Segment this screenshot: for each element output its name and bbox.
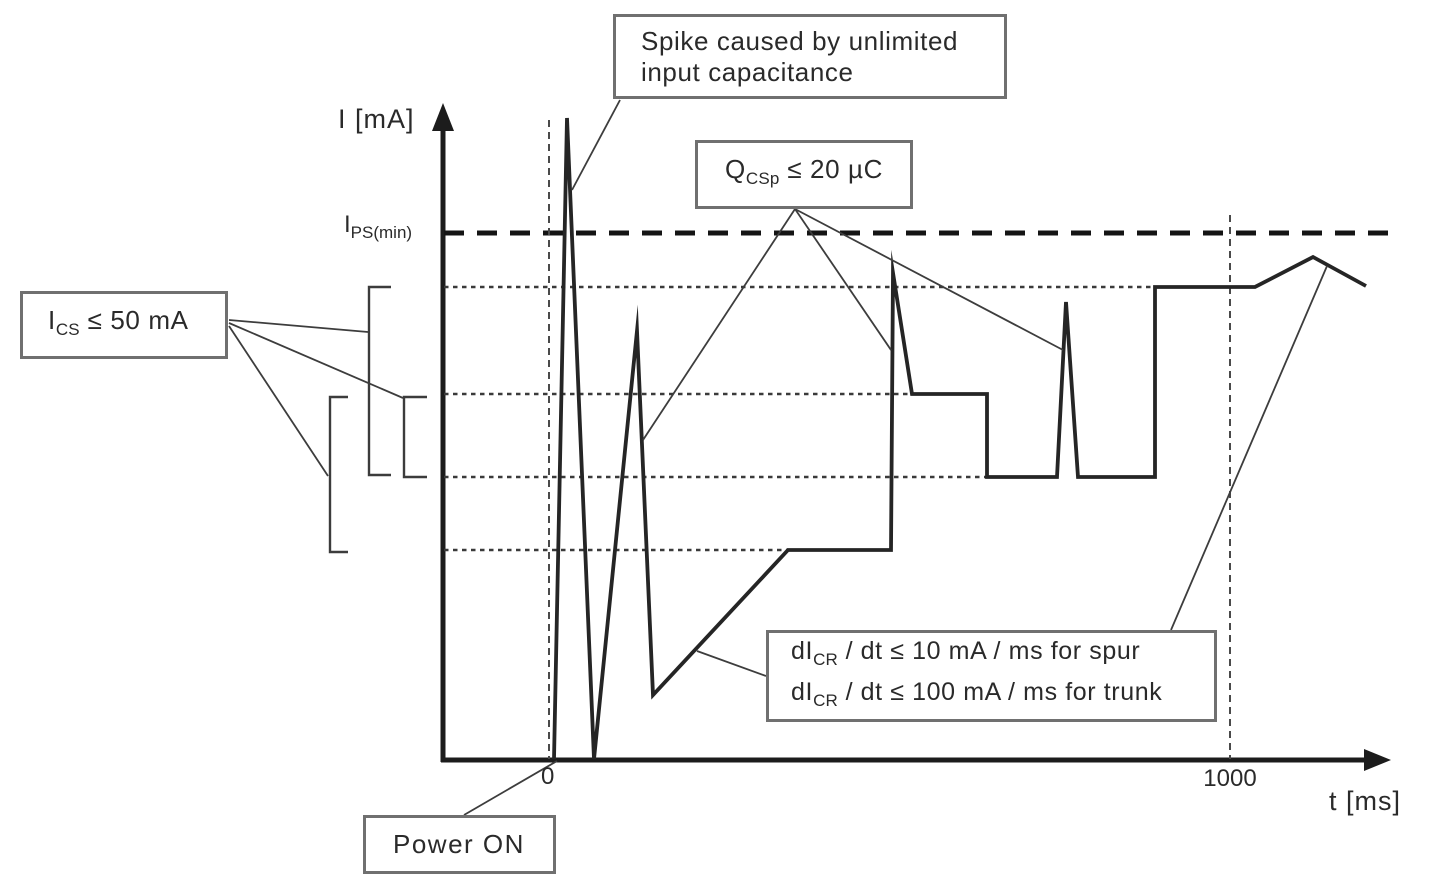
leader-q-spike2 (642, 208, 796, 441)
x-axis-title: t [ms] (1329, 786, 1401, 816)
spike-callout-line2: input capacitance (641, 56, 854, 87)
ips-min-label-base: I (344, 211, 351, 238)
qcsp-callout-box: QCSp ≤ 20 µC (695, 140, 913, 209)
y-axis-arrowhead (432, 103, 454, 131)
bracket-tall (367, 285, 391, 477)
qcsp-sub: CSp (745, 169, 780, 189)
leader-spike-box (571, 99, 621, 191)
leader-ics-low (228, 325, 329, 477)
power-on-label: Power ON (393, 829, 525, 859)
dicr-line1-sub: CR (813, 650, 839, 669)
leader-ics-tall (228, 319, 369, 333)
power-on-callout-box: Power ON (363, 815, 556, 874)
leader-ics-small (228, 322, 404, 399)
qcsp-formula: QCSp ≤ 20 µC (725, 154, 883, 194)
dicr-callout-box: dICR / dt ≤ 10 mA / ms for spur dICR / d… (766, 630, 1217, 722)
ips-min-label-sub: PS(min) (350, 222, 413, 242)
qcsp-rest: ≤ 20 µC (779, 154, 883, 185)
x-tick-0: 0 (541, 763, 555, 790)
leader-di-final (1170, 265, 1328, 631)
spike-callout-box: Spike caused by unlimited input capacita… (613, 14, 1007, 99)
dicr-line2: dICR / dt ≤ 100 mA / ms for trunk (791, 676, 1214, 717)
leader-q-spike3 (794, 208, 892, 351)
dicr-line1-base: dI (791, 637, 814, 665)
dicr-line2-base: dI (791, 678, 814, 706)
ics-rest: ≤ 50 mA (79, 304, 189, 335)
leader-q-spike4 (794, 208, 1064, 351)
ics-base: I (48, 304, 56, 335)
dicr-line2-sub: CR (813, 691, 839, 710)
x-axis-arrowhead (1364, 749, 1391, 771)
ics-callout-box: ICS ≤ 50 mA (20, 291, 228, 359)
bracket-low (328, 395, 348, 554)
leader-power-on (463, 760, 558, 816)
ips-min-label: IPS(min) (344, 211, 412, 243)
leader-di-ramp (696, 650, 767, 677)
dicr-line1: dICR / dt ≤ 10 mA / ms for spur (791, 635, 1214, 676)
bracket-small (402, 395, 427, 479)
qcsp-base: Q (725, 154, 746, 185)
spike-callout-line1: Spike caused by unlimited (641, 25, 959, 56)
y-axis-title: I [mA] (338, 104, 415, 134)
ics-sub: CS (55, 320, 80, 340)
ics-formula: ICS ≤ 50 mA (48, 305, 225, 345)
dicr-line2-rest: / dt ≤ 100 mA / ms for trunk (838, 678, 1163, 706)
dicr-line1-rest: / dt ≤ 10 mA / ms for spur (838, 637, 1141, 665)
current-waveform (552, 117, 1367, 760)
x-tick-1000: 1000 (1203, 765, 1257, 792)
